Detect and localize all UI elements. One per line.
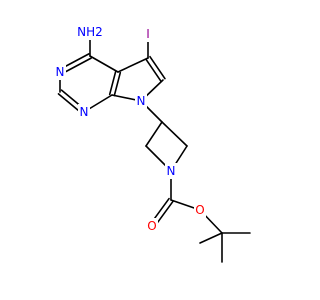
atom-label-o_carbonyl: O bbox=[147, 219, 156, 233]
atom-label-n1: N bbox=[80, 105, 89, 119]
single-bond bbox=[89, 55, 119, 73]
double-bond bbox=[60, 57, 92, 75]
atom-label-amino: NH2 bbox=[77, 25, 103, 39]
atom-label-layer: NH2 I N N N N O O bbox=[54, 24, 206, 234]
atom-label-background bbox=[146, 218, 158, 234]
double-bond bbox=[145, 58, 162, 83]
single-bond bbox=[199, 232, 223, 244]
atom-label-background bbox=[54, 64, 66, 80]
atom-label-background bbox=[135, 93, 147, 109]
atom-label-background bbox=[142, 26, 154, 42]
molecule-diagram: NH2 I N N N N O O bbox=[54, 24, 251, 263]
atom-label-o_ester: O bbox=[195, 203, 204, 217]
atom-label-n3: N bbox=[56, 65, 65, 79]
atom-label-background bbox=[76, 24, 104, 40]
atom-label-iodine: I bbox=[146, 27, 150, 41]
single-bond bbox=[161, 121, 188, 147]
atom-label-background bbox=[78, 104, 90, 120]
double-bond bbox=[149, 55, 166, 80]
double-bond bbox=[113, 71, 122, 97]
atom-label-background bbox=[165, 163, 177, 179]
single-bond bbox=[145, 121, 163, 147]
atom-label-n7: N bbox=[137, 94, 146, 108]
single-bond bbox=[117, 57, 149, 73]
atom-label-n_azetidine: N bbox=[167, 164, 176, 178]
atom-label-background bbox=[194, 202, 206, 218]
double-bond bbox=[108, 70, 117, 96]
